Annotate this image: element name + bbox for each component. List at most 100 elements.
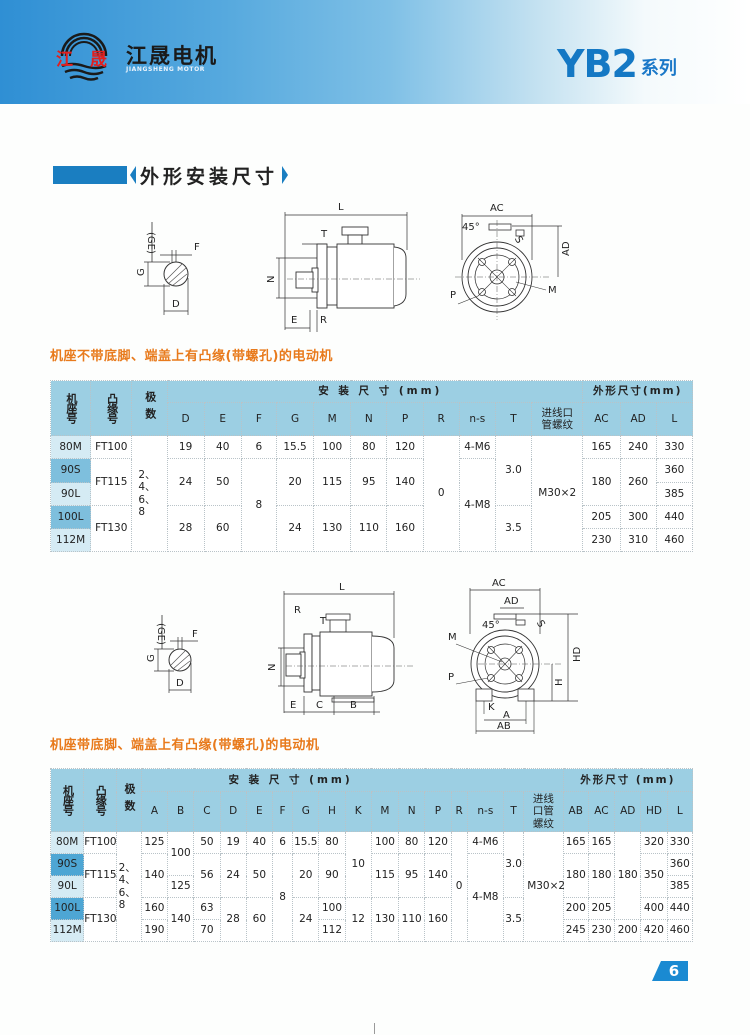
svg-text:D: D [176,678,184,689]
table2-subtitle: 机座带底脚、端盖上有凸缘(带螺孔)的电动机 [50,738,320,753]
svg-text:45°: 45° [462,222,480,233]
svg-text:江: 江 [56,50,73,70]
frame-cell: 80M [49,435,92,459]
shaft-section-diagram-2: (GE) F G D [140,615,210,695]
table-row: 80M FT100 2、4、6、8 19 40 6 15.5 100 80 12… [49,435,694,552]
col-header: E [203,402,242,436]
svg-text:P: P [450,290,456,301]
svg-text:S: S [512,235,525,246]
spec-table-with-feet: 机座号 凸缘号 极数 安 装 尺 寸 (mm) 外形尺寸 (mm) A B C … [49,768,694,942]
motor-side-view-diagram-1: L T N E R [262,200,422,335]
header-outline-dimensions: 外形尺寸(mm) [582,380,693,403]
svg-text:晟: 晟 [90,50,107,70]
col-header: P [386,402,424,436]
svg-text:E: E [291,315,297,326]
svg-text:F: F [192,629,198,640]
col-header: N [350,402,388,436]
col-header: n-s [458,402,496,436]
motor-side-view-diagram-2: L R T N E C B [264,578,429,716]
flange-cell: FT115 [83,853,117,898]
table1-subtitle: 机座不带底脚、端盖上有凸缘(带螺孔)的电动机 [50,349,333,364]
header-outline-dimensions: 外形尺寸 (mm) [562,768,694,792]
col-header: E [245,791,273,832]
table-row: 112M 230 310 460 [49,528,694,552]
col-header: T [494,402,533,436]
svg-text:(GE): (GE) [145,232,156,254]
header-poles: 极数 [115,768,142,832]
svg-text:K: K [488,702,495,713]
col-header-thread: 进线口管螺纹 [523,791,564,832]
col-header: AD [614,791,642,832]
col-header: F [271,791,294,832]
svg-text:G: G [136,268,147,276]
frame-cell: 100L [49,897,85,920]
svg-text:G: G [146,654,157,662]
section-title-text: 外形安装尺寸 [140,165,279,188]
header-flange: 凸缘号 [90,380,133,436]
motor-front-view-diagram-2: AC AD 45° S M P HD H K A [448,574,588,736]
brand-name-en: JIANGSHENG MOTOR [126,66,206,73]
frame-cell: 112M [49,528,92,552]
header-install-dimensions: 安 装 尺 寸 (mm) [166,380,584,403]
table-row: 90L 125 385 [49,875,694,898]
header-install-dimensions: 安 装 尺 寸 (mm) [140,768,564,792]
shaft-section-diagram-1: (GE) F G D [130,222,200,317]
header-flange: 凸缘号 [83,768,117,832]
col-header: N [398,791,426,832]
svg-text:T: T [320,229,328,240]
header-frame: 机座号 [49,768,85,832]
poles-cell: 2、4、6、8 [131,435,168,552]
svg-text:AB: AB [497,721,511,732]
svg-text:AC: AC [490,203,504,214]
section-title: 外形安装尺寸 [53,164,289,188]
frame-cell: 90S [49,458,92,483]
flange-cell: FT100 [83,831,117,854]
header-banner: 江 晟 江晟电机 JIANGSHENG MOTOR YB2 系列 [0,0,750,104]
svg-text:AC: AC [492,578,506,589]
col-header: R [450,791,468,832]
svg-text:R: R [294,605,301,616]
header-poles: 极数 [131,380,168,436]
col-header: T [503,791,525,832]
table-row: 100L FT130 160 140 63 28 60 24 100 12 13… [49,897,694,942]
col-header: AC [587,791,616,832]
svg-text:AD: AD [504,596,519,607]
col-header: AC [582,402,621,436]
svg-text:T: T [319,616,327,627]
center-crop-mark [374,1023,375,1034]
flange-cell: FT115 [90,458,133,506]
series-title: YB2 系列 [557,45,677,83]
svg-text:HD: HD [572,646,583,662]
flange-cell: FT130 [90,505,133,552]
svg-text:L: L [338,202,344,213]
page-number: 6 [652,961,688,981]
frame-cell: 90L [49,875,85,898]
table-row: 80M FT100 2、4、6、8 125 100 50 19 40 6 15.… [49,831,694,942]
jiangsheng-logo-icon: 江 晟 [56,32,108,81]
col-header: C [193,791,221,832]
col-header: G [292,791,320,832]
svg-text:M: M [548,285,557,296]
col-header: H [318,791,346,832]
flange-cell: FT130 [83,897,117,942]
col-header: n-s [466,791,505,832]
col-header-thread: 进线口管螺纹 [531,402,584,436]
col-header: G [275,402,315,436]
col-header: D [166,402,205,436]
col-header: P [424,791,452,832]
col-header: B [167,791,195,832]
flange-cell: FT100 [90,435,133,459]
svg-text:E: E [290,700,296,711]
col-header: L [666,791,694,832]
col-header: L [655,402,694,436]
frame-cell: 112M [49,919,85,942]
spec-table-no-feet: 机座号 凸缘号 极数 安 装 尺 寸 (mm) 外形尺寸(mm) D E F G… [49,380,694,552]
svg-text:(GE): (GE) [155,623,166,645]
svg-text:45°: 45° [482,620,500,631]
svg-text:N: N [266,276,277,283]
svg-text:A: A [503,710,510,721]
right-bracket-icon [282,166,289,184]
col-header: K [344,791,372,832]
svg-text:H: H [554,678,565,686]
table-row: 112M 190 70 112 245 230 200 420 460 [49,919,694,942]
